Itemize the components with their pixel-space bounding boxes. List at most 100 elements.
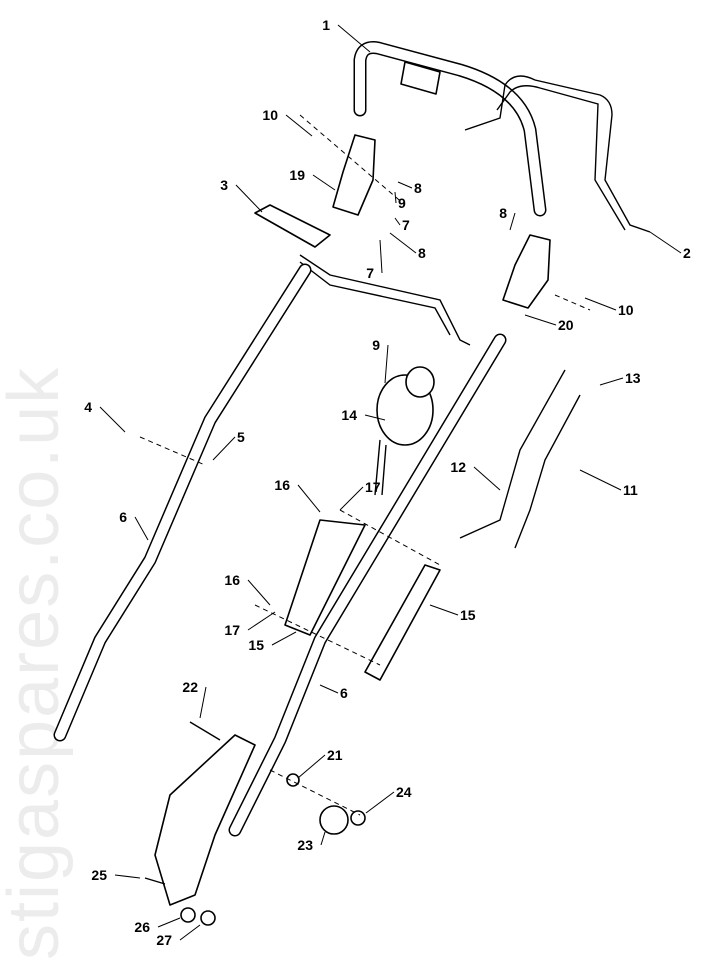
callout-spacer: 23 bbox=[297, 831, 326, 853]
bracket-left-part bbox=[332, 134, 376, 216]
callout-cable-b: 13 bbox=[599, 370, 641, 386]
leader-line bbox=[99, 406, 126, 433]
leader-line bbox=[271, 631, 297, 646]
callout-washer-a: 7 bbox=[394, 217, 410, 233]
leader-line bbox=[199, 686, 207, 719]
callout-bolt: 11 bbox=[579, 469, 638, 498]
bag-supports bbox=[284, 519, 441, 681]
leader-line bbox=[509, 212, 516, 231]
callout-bolt-bracket: 22 bbox=[182, 679, 207, 719]
callout-number: 9 bbox=[372, 337, 380, 353]
callout-number: 13 bbox=[625, 370, 641, 386]
callout-washer-d: 17 bbox=[224, 611, 276, 638]
callout-bracket-right: 20 bbox=[524, 314, 574, 333]
callout-screw-b: 16 bbox=[224, 572, 271, 606]
callout-brake-lever: 3 bbox=[220, 177, 263, 213]
leader-line bbox=[524, 314, 557, 326]
callout-cable-clip: 4 bbox=[84, 399, 126, 433]
callout-grass-bag-support-left: 15 bbox=[248, 631, 297, 653]
leader-line bbox=[384, 344, 389, 384]
leader-line bbox=[473, 466, 501, 491]
leader-line bbox=[599, 377, 624, 386]
leader-line bbox=[157, 917, 181, 928]
leader-line bbox=[364, 414, 386, 421]
callout-handle-upper: 1 bbox=[322, 17, 371, 53]
callout-number: 8 bbox=[414, 180, 422, 196]
callout-number: 15 bbox=[460, 607, 476, 623]
callout-number: 6 bbox=[119, 509, 127, 525]
callout-bracket-left: 19 bbox=[289, 167, 336, 191]
right-tube bbox=[228, 333, 507, 837]
callout-number: 24 bbox=[396, 784, 412, 800]
callout-nut: 5 bbox=[212, 429, 245, 461]
callout-number: 21 bbox=[327, 747, 343, 763]
callout-handle-lower-left: 6 bbox=[119, 509, 149, 541]
lower-bracket-part bbox=[144, 721, 366, 926]
leader-line bbox=[365, 791, 395, 814]
callout-number: 14 bbox=[341, 407, 357, 423]
callout-bolt-lower: 25 bbox=[91, 867, 141, 883]
callout-number: 1 bbox=[322, 17, 330, 33]
leader-line bbox=[312, 174, 336, 191]
leader-line bbox=[584, 297, 617, 311]
callout-number: 19 bbox=[289, 167, 305, 183]
leader-line bbox=[394, 191, 397, 204]
callout-number: 7 bbox=[366, 265, 374, 281]
callout-number: 26 bbox=[134, 919, 150, 935]
callout-number: 6 bbox=[340, 685, 348, 701]
callout-screw-a: 16 bbox=[274, 477, 321, 513]
callout-knob-a: 8 bbox=[397, 180, 422, 196]
callout-number: 17 bbox=[365, 479, 381, 495]
leader-line bbox=[179, 924, 201, 941]
callout-number: 16 bbox=[274, 477, 290, 493]
callout-number: 3 bbox=[220, 177, 228, 193]
callout-knob-c: 8 bbox=[499, 205, 516, 231]
leader-line bbox=[579, 469, 622, 491]
callout-number: 15 bbox=[248, 637, 264, 653]
callout-number: 25 bbox=[91, 867, 107, 883]
callout-nut-b: 9 bbox=[372, 337, 389, 384]
leader-line bbox=[337, 24, 371, 53]
leader-line bbox=[247, 611, 276, 631]
callout-number: 8 bbox=[499, 205, 507, 221]
leader-line bbox=[114, 874, 141, 879]
callout-cap: 27 bbox=[156, 924, 201, 948]
leader-line bbox=[379, 239, 383, 274]
callout-cable-a: 12 bbox=[450, 459, 501, 491]
callout-washer-c: 17 bbox=[339, 479, 381, 511]
callout-number: 23 bbox=[297, 837, 313, 853]
leader-line bbox=[297, 484, 321, 513]
watermark: stigaspares.co.uk bbox=[0, 366, 74, 960]
leader-line bbox=[339, 486, 364, 511]
callout-number: 27 bbox=[156, 932, 172, 948]
callout-number: 10 bbox=[618, 302, 634, 318]
leader-line bbox=[212, 436, 236, 461]
leader-line bbox=[134, 516, 149, 541]
handle-upper-part bbox=[353, 41, 547, 217]
callout-bolt-right: 10 bbox=[584, 297, 634, 318]
callout-grass-bag-support-right: 15 bbox=[429, 604, 476, 623]
leader-line bbox=[320, 831, 326, 846]
leader-line bbox=[389, 232, 417, 254]
leader-line bbox=[649, 231, 682, 254]
left-tube bbox=[53, 263, 312, 742]
callout-handle-lower-right: 6 bbox=[319, 684, 348, 701]
drive-lever-part bbox=[464, 75, 651, 233]
leader-line bbox=[247, 579, 271, 606]
starter-guide-part bbox=[374, 366, 435, 496]
callout-number: 22 bbox=[182, 679, 198, 695]
callout-number: 11 bbox=[623, 482, 638, 498]
callout-number: 16 bbox=[224, 572, 240, 588]
leader-line bbox=[285, 114, 313, 137]
callout-number: 2 bbox=[683, 245, 691, 261]
callout-drive-lever: 2 bbox=[649, 231, 691, 261]
callout-starter-handle-guide: 14 bbox=[341, 407, 386, 423]
callout-number: 9 bbox=[398, 195, 406, 211]
callout-nut-a: 9 bbox=[394, 191, 406, 211]
callout-nut-lower: 26 bbox=[134, 917, 181, 935]
callout-number: 17 bbox=[224, 622, 240, 638]
leader-line bbox=[319, 684, 339, 694]
brake-lever-part bbox=[254, 204, 471, 346]
callout-number: 12 bbox=[450, 459, 466, 475]
